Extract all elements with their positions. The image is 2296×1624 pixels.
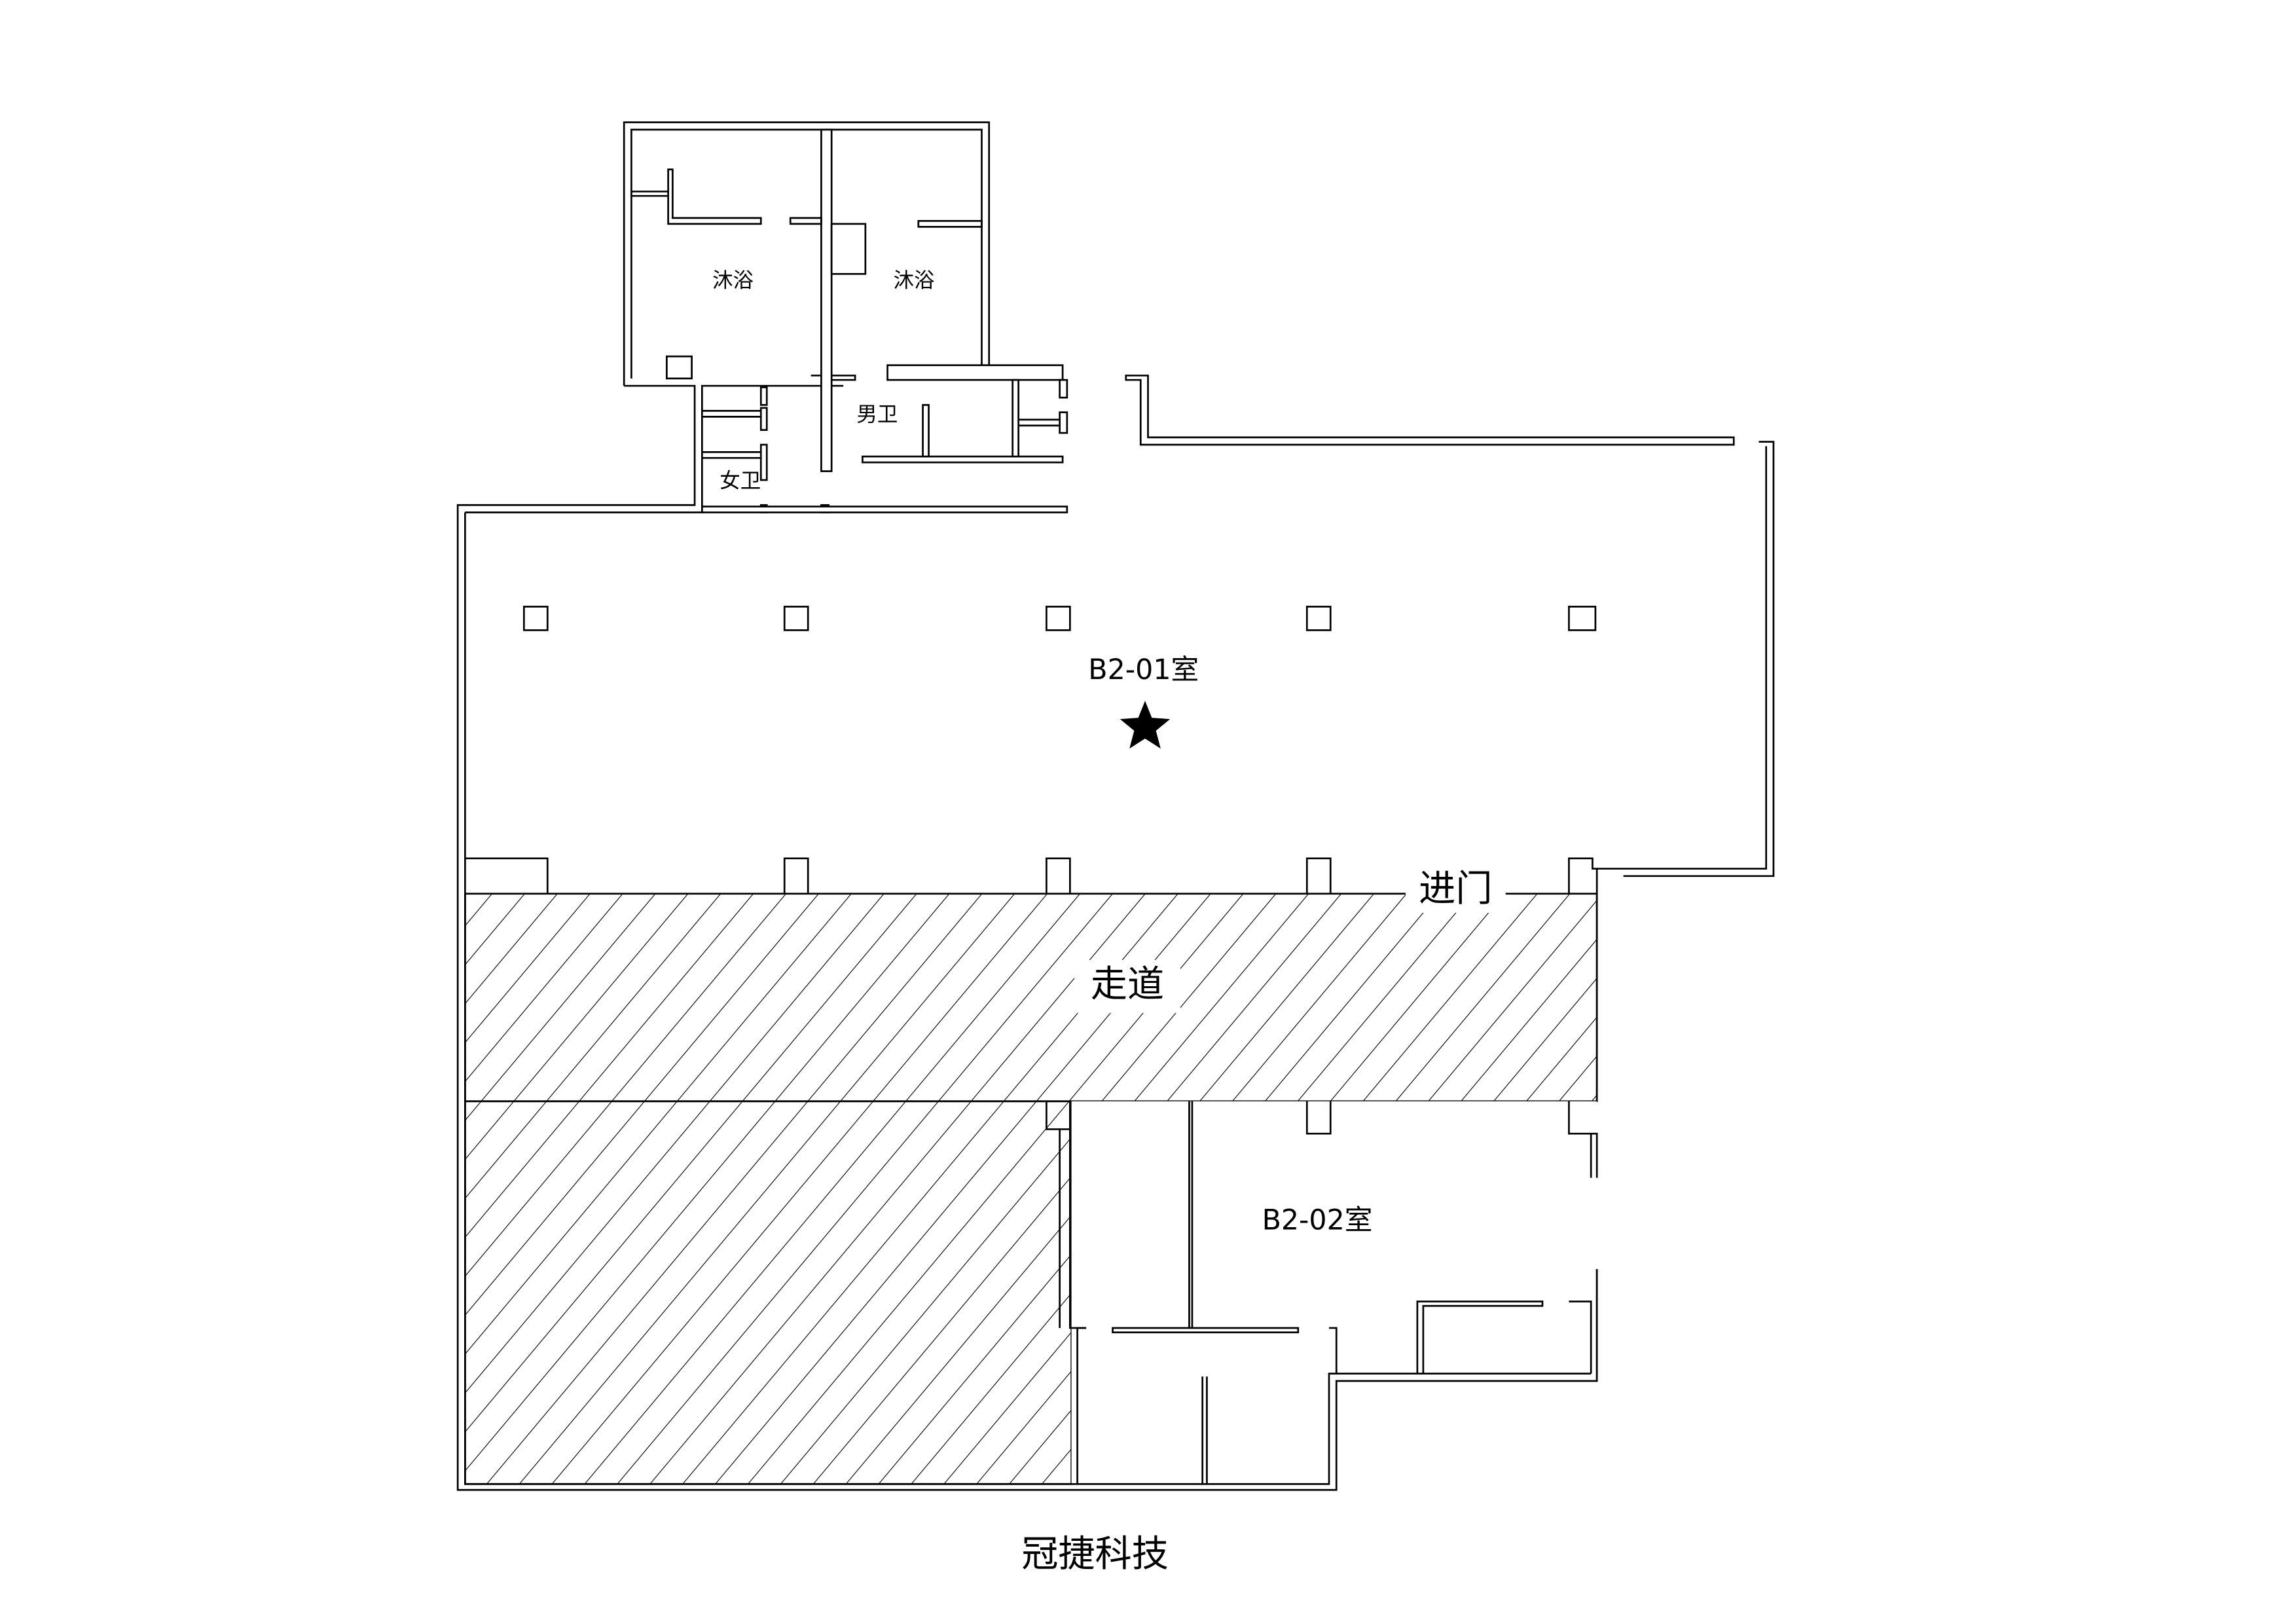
shower-left-label: 沐浴: [712, 269, 754, 293]
room-b2-01-walls: [465, 375, 1775, 1101]
room-b2-02-walls: [1046, 1101, 1598, 1485]
star-icon: [1120, 701, 1171, 749]
bathroom-block: [456, 121, 1598, 1491]
corridor-label: 走道: [1091, 963, 1164, 1006]
shower-right-label: 沐浴: [894, 269, 935, 293]
room-b2-02-label: B2-02室: [1262, 1204, 1373, 1237]
room-b2-01-label: B2-01室: [1088, 654, 1199, 686]
womens-restroom-label: 女卫: [720, 469, 761, 492]
entrance-label: 进门: [1419, 868, 1492, 910]
mens-restroom-label: 男卫: [856, 403, 898, 426]
hatched-area-lower: [464, 1100, 1072, 1485]
company-name: 冠捷科技: [1021, 1533, 1169, 1576]
corridor-area: [464, 893, 1598, 1103]
